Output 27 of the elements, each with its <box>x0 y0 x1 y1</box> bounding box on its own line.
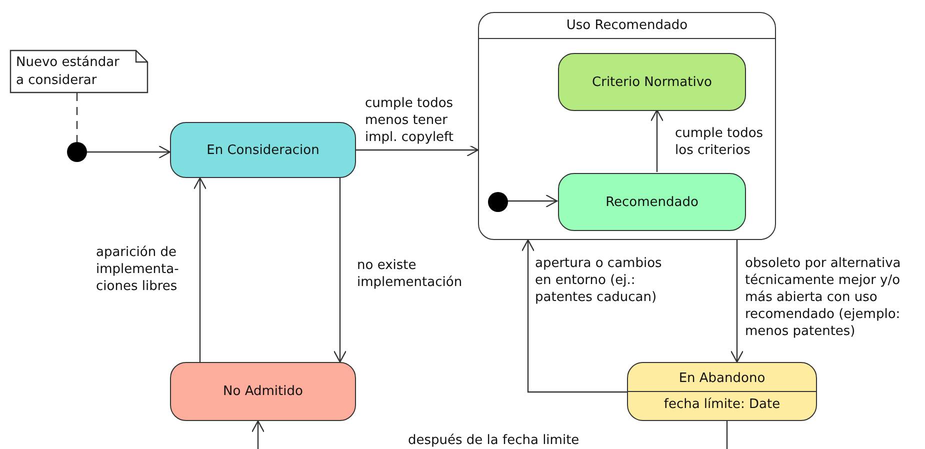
state-name: En Consideracion <box>206 142 320 158</box>
state-box <box>170 122 356 178</box>
note-box <box>10 50 148 93</box>
initial-state <box>67 142 87 162</box>
state-box <box>627 362 817 421</box>
state-name: No Admitido <box>222 384 304 399</box>
state-box <box>170 362 356 421</box>
state-box <box>558 173 746 231</box>
transition-arrow <box>650 109 664 172</box>
state-box <box>558 53 746 111</box>
note-connector <box>76 93 78 142</box>
state-name: Recomendado <box>604 194 700 210</box>
initial-state <box>488 192 508 212</box>
transition-arrow <box>507 194 558 208</box>
state-title: Uso Recomendado <box>479 13 775 39</box>
edge-label: cumple todos menos tener impl. copyleft <box>365 95 475 146</box>
transition-arrow <box>251 420 728 449</box>
state-name: Criterio Normativo <box>591 74 713 90</box>
transition-arrow <box>521 239 627 393</box>
transition-arrow <box>730 240 744 363</box>
state-attribute: fecha límite: Date <box>628 391 816 412</box>
state-name: En Abandono <box>678 371 766 386</box>
composite-state <box>478 12 776 240</box>
transition-arrow <box>193 177 207 362</box>
transition-arrow <box>333 178 347 363</box>
transition-arrow <box>87 145 171 159</box>
note-text: Nuevo estándar a considerar <box>16 54 120 90</box>
